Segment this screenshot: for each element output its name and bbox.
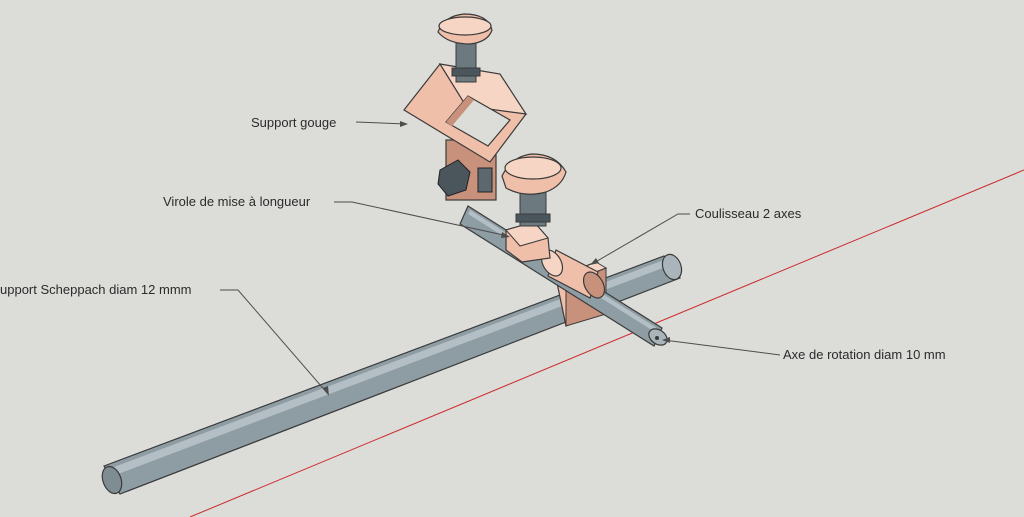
label-axe-rotation: Axe de rotation diam 10 mm bbox=[783, 347, 946, 362]
label-virole: Virole de mise à longueur bbox=[163, 194, 311, 209]
leader-lines bbox=[220, 121, 781, 395]
clamp-knob-lower bbox=[501, 153, 567, 227]
leader-support-scheppach bbox=[220, 289, 329, 395]
label-coulisseau: Coulisseau 2 axes bbox=[695, 206, 802, 221]
leader-virole bbox=[334, 201, 509, 237]
leader-arrowheads bbox=[323, 121, 670, 396]
label-support-gouge: Support gouge bbox=[251, 115, 337, 130]
label-support-scheppach: upport Scheppach diam 12 mmm bbox=[0, 282, 192, 297]
leader-axe-rotation bbox=[663, 339, 781, 356]
virole-ferrule bbox=[505, 221, 551, 263]
red-axis-line bbox=[189, 169, 1024, 517]
leader-support-gouge bbox=[355, 121, 407, 125]
gouge-support-head bbox=[403, 63, 528, 201]
scheppach-support-rod bbox=[101, 253, 683, 495]
clamp-knob-upper bbox=[437, 13, 493, 83]
leader-coulisseau bbox=[591, 213, 690, 265]
